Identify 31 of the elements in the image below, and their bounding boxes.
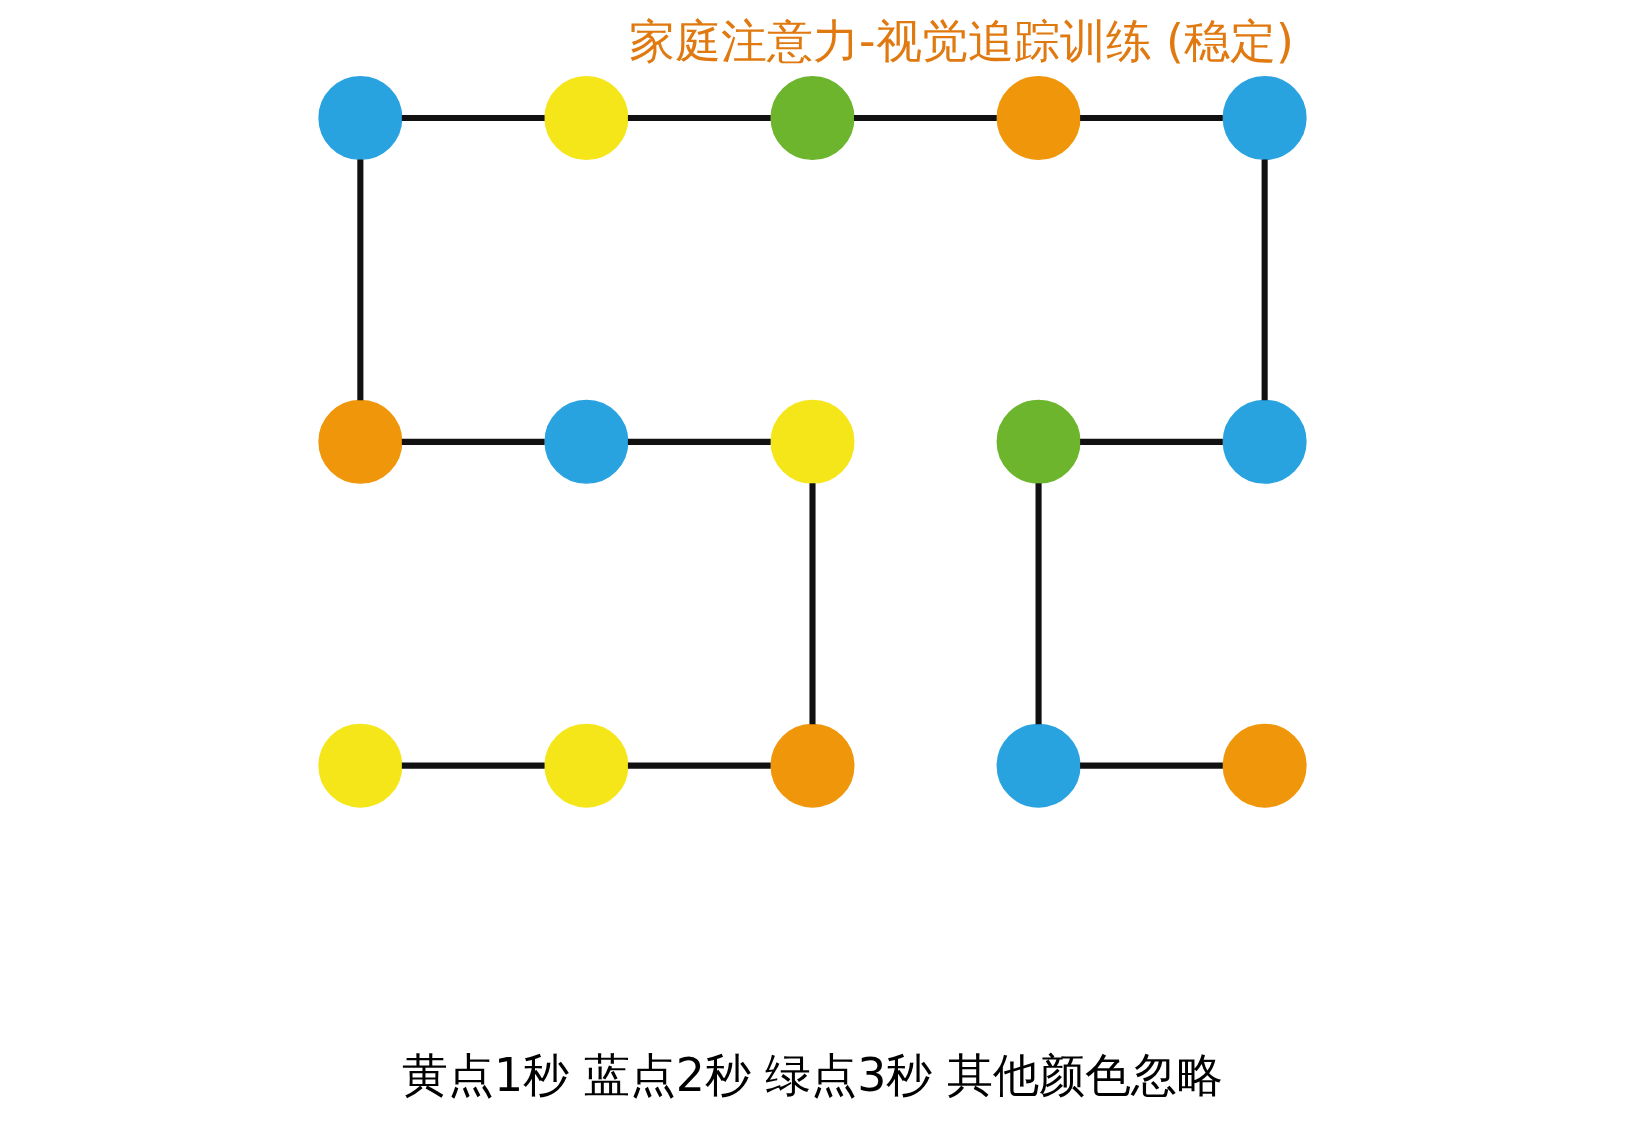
node-circle (1222, 399, 1307, 484)
node-circle (544, 723, 629, 808)
connector (854, 114, 997, 122)
diagram-title: 家庭注意力-视觉追踪训练 (稳定) (629, 13, 1294, 68)
caption: 黄点1秒 蓝点2秒 绿点3秒 其他颜色忽略 (401, 1048, 1224, 1103)
connector (627, 762, 771, 769)
node-circle (770, 76, 855, 160)
node-circle (544, 399, 629, 484)
connector (809, 483, 816, 725)
connector (1080, 438, 1223, 445)
connector (1035, 483, 1042, 725)
connector (627, 438, 771, 445)
node-circle (770, 723, 855, 808)
connector (401, 762, 545, 769)
connector (1080, 114, 1223, 122)
node-circle (318, 723, 403, 808)
connector (401, 114, 545, 122)
node-circle (544, 76, 629, 160)
connector (357, 159, 364, 401)
connector (1261, 159, 1268, 401)
node-circle (996, 723, 1081, 808)
node-circle (996, 76, 1081, 160)
node-circle (318, 76, 403, 160)
node-circle (770, 399, 855, 484)
node-circle (1222, 76, 1307, 160)
node-circle (996, 399, 1081, 484)
node-circle (318, 399, 403, 484)
node-circle (1222, 723, 1307, 808)
connector (401, 438, 545, 445)
connector (1080, 762, 1223, 769)
connector (627, 114, 771, 122)
